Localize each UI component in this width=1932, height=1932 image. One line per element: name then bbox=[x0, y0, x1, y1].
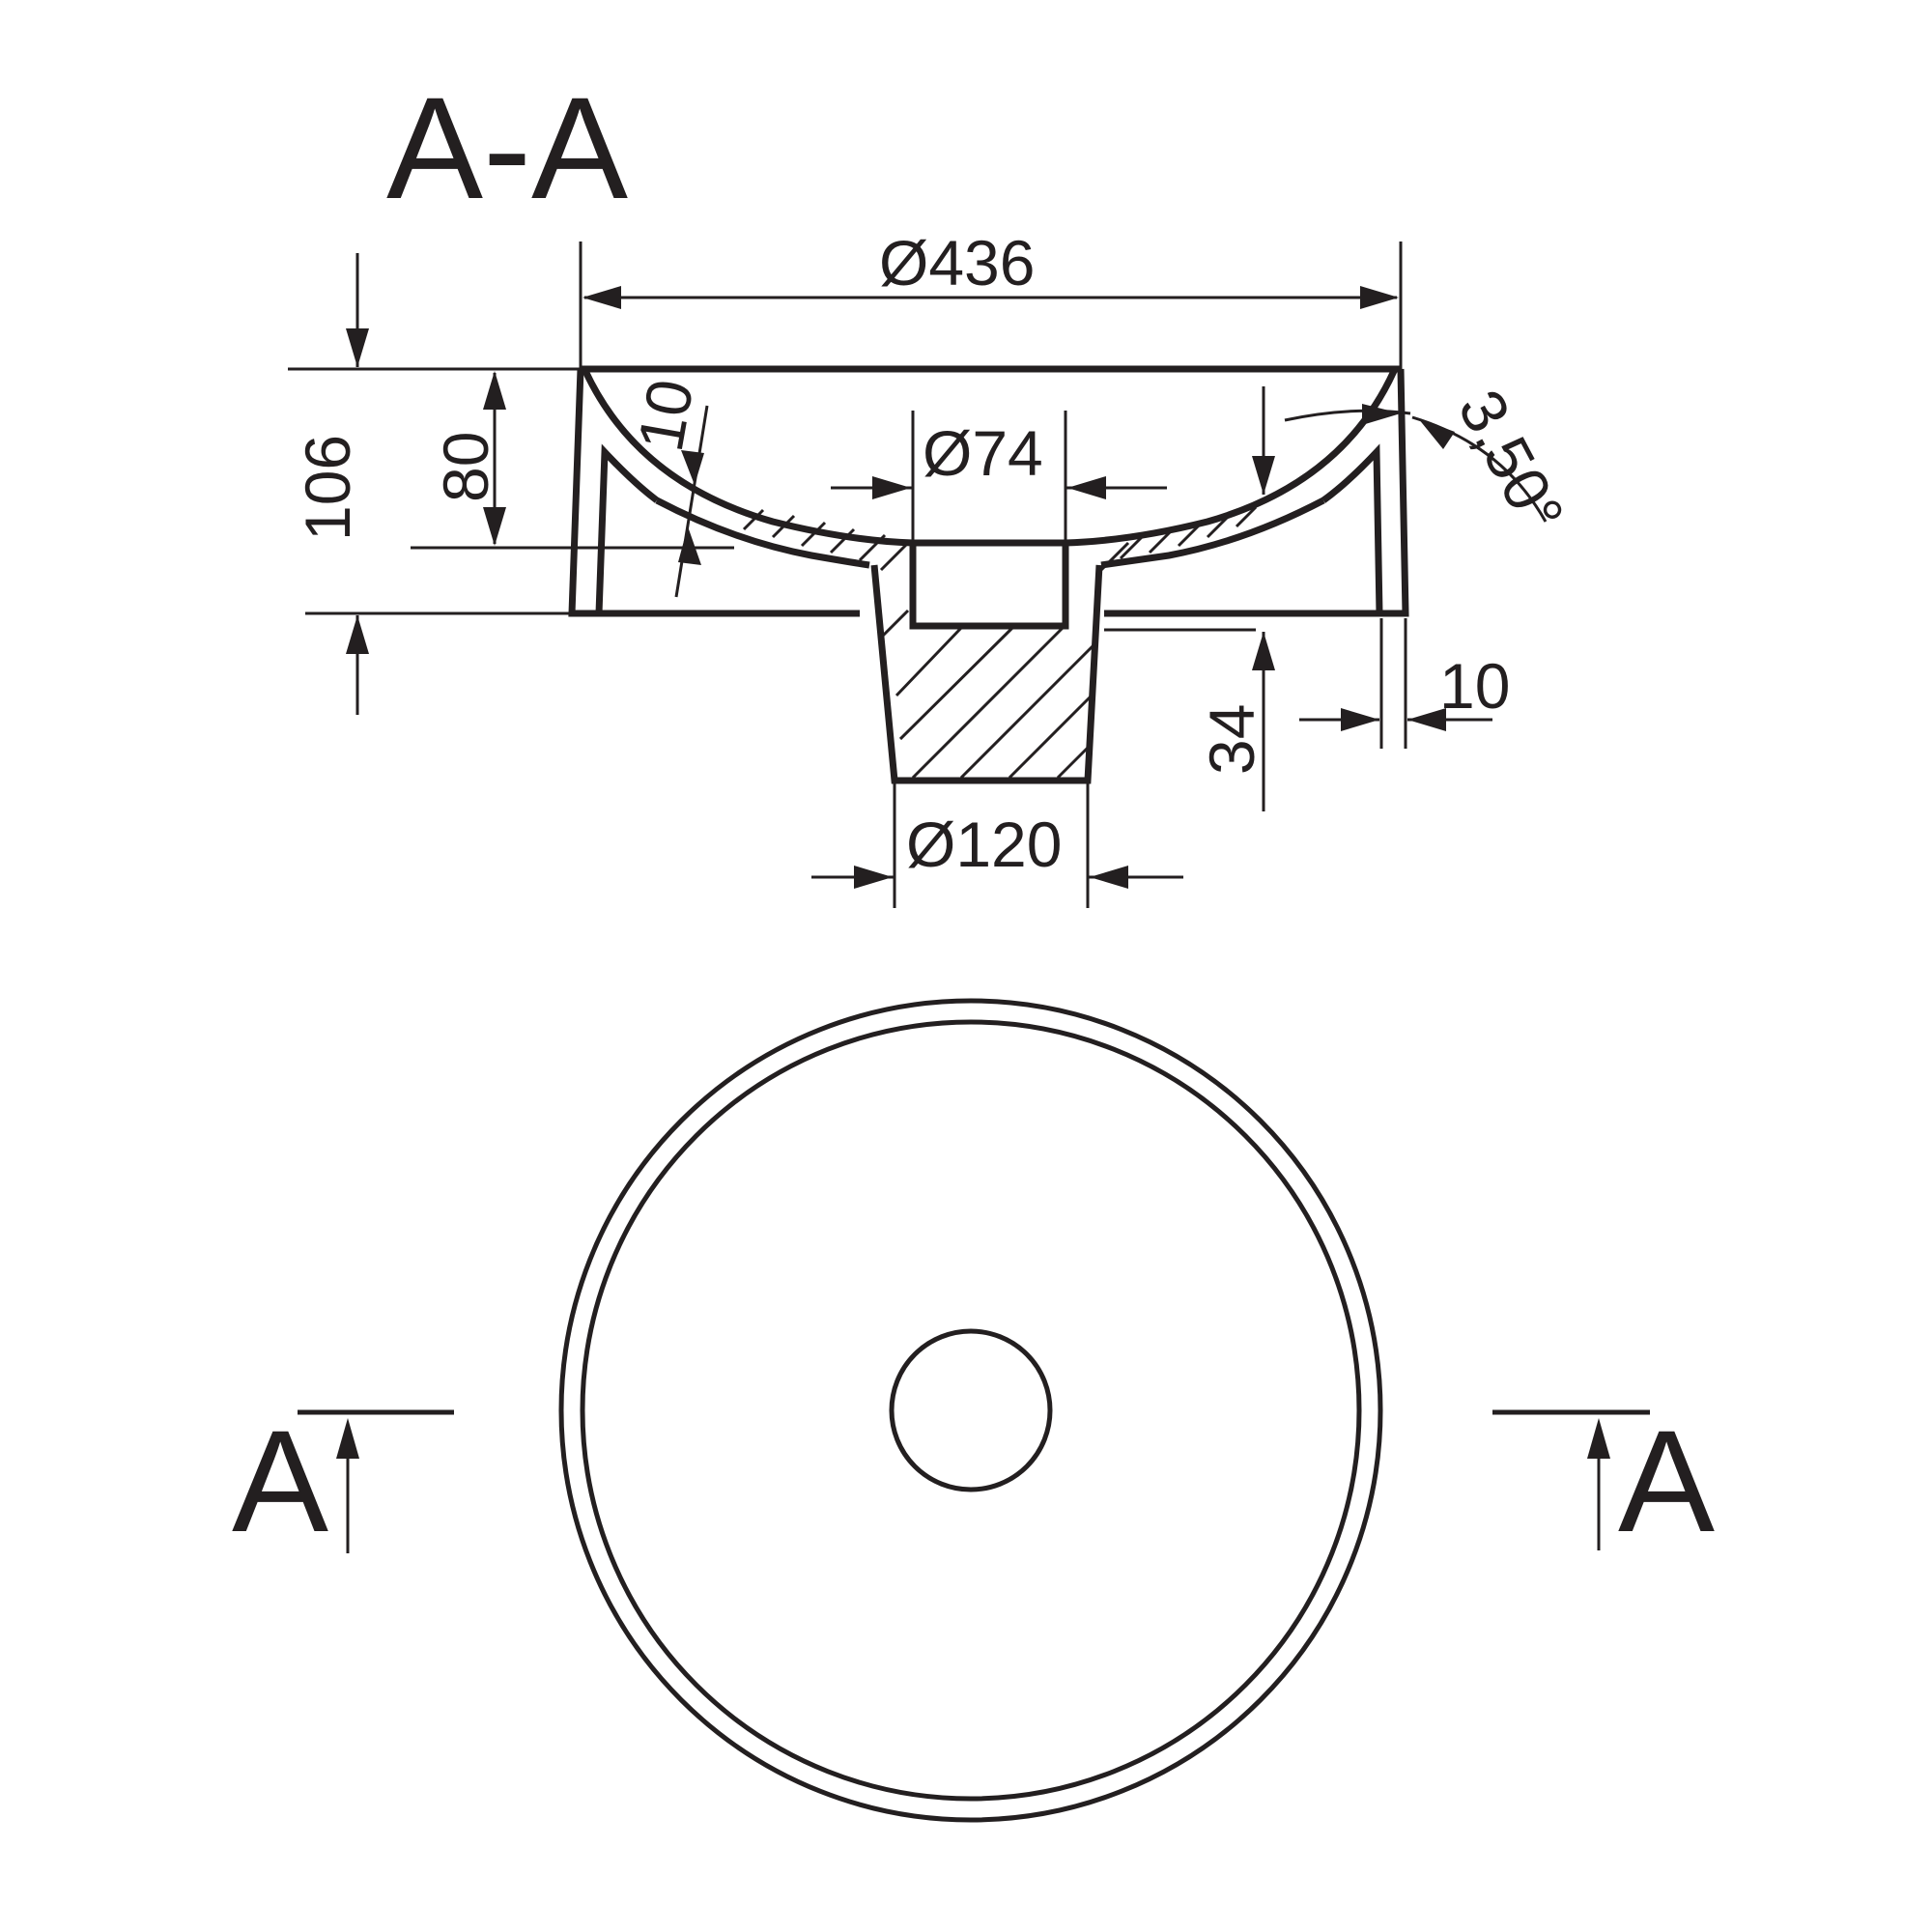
arrow-436-left bbox=[582, 286, 621, 309]
dim-line-10-bowl bbox=[674, 405, 709, 598]
arrow-120-left bbox=[854, 866, 893, 889]
arrow-80-bottom bbox=[483, 507, 506, 546]
arrow-80-top bbox=[483, 371, 506, 410]
dim-label-106: 106 bbox=[292, 435, 363, 541]
arrow-10-bowl-bottom bbox=[678, 526, 701, 565]
arrow-74-left bbox=[872, 476, 911, 499]
arrow-74-right bbox=[1067, 476, 1106, 499]
dim-label-74: Ø74 bbox=[923, 417, 1043, 489]
section-arrowhead-left bbox=[336, 1418, 359, 1459]
drain-hole bbox=[909, 543, 1069, 630]
bowl-outer-curve-left bbox=[655, 497, 870, 569]
section-arrowhead-right bbox=[1587, 1418, 1610, 1459]
arrow-34-bottom bbox=[1252, 632, 1275, 670]
arrow-106-top bbox=[346, 328, 369, 367]
dim-label-436: Ø436 bbox=[879, 227, 1035, 298]
dim-label-10-bowl: 10 bbox=[624, 374, 707, 456]
bowl-outer-curve-right bbox=[1100, 497, 1325, 569]
arrow-10-bowl-top bbox=[681, 450, 704, 485]
drain-circle bbox=[889, 1328, 1053, 1492]
outer-wall-left bbox=[568, 368, 860, 617]
bowl-wall-hatching bbox=[742, 505, 1258, 572]
arrow-10-rim-left bbox=[1341, 708, 1379, 731]
section-title: A-A bbox=[386, 67, 628, 229]
outer-wall-right bbox=[1104, 368, 1409, 617]
basin-outer-circle bbox=[558, 998, 1383, 1823]
dim-label-34: 34 bbox=[1196, 704, 1267, 775]
dim-label-angle: 3,50° bbox=[1445, 379, 1578, 544]
arrow-436-right bbox=[1360, 286, 1399, 309]
angle-arc-inner bbox=[1284, 409, 1411, 422]
arrow-angle-right bbox=[1418, 418, 1455, 449]
section-marker-right: A bbox=[1618, 1400, 1715, 1562]
arrow-106-bottom bbox=[346, 615, 369, 654]
dim-label-10-rim: 10 bbox=[1439, 650, 1510, 722]
basin-inner-circle bbox=[580, 1019, 1362, 1802]
arrow-10-rim-right bbox=[1407, 708, 1446, 731]
plan-view: A A bbox=[232, 998, 1715, 1823]
pedestal-hatching bbox=[879, 609, 1095, 780]
dim-label-120: Ø120 bbox=[906, 809, 1062, 880]
arrow-34-top bbox=[1252, 456, 1275, 495]
arrow-120-right bbox=[1090, 866, 1128, 889]
dim-label-80: 80 bbox=[430, 432, 501, 502]
section-marker-left: A bbox=[232, 1400, 328, 1562]
inner-wall-left bbox=[595, 443, 660, 614]
inner-wall-right bbox=[1321, 443, 1383, 614]
bowl-inner-curve bbox=[582, 369, 1398, 547]
pedestal-base bbox=[870, 564, 1103, 784]
arrow-angle-left bbox=[1362, 404, 1401, 425]
section-view: Ø436 Ø74 Ø120 106 80 10 bbox=[288, 227, 1578, 908]
